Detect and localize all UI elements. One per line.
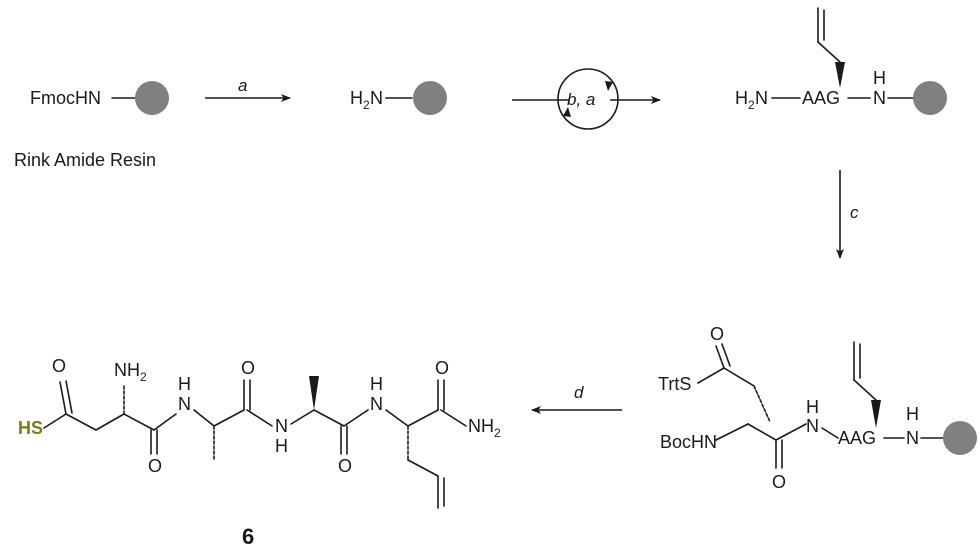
amine-resin-structure: H 2 N xyxy=(350,81,447,115)
amide-h: H xyxy=(275,436,288,456)
bond xyxy=(723,367,755,387)
terminal-amide-nh: NH xyxy=(468,416,494,436)
amide-n: N xyxy=(370,394,383,414)
trts-label: TrtS xyxy=(658,374,691,394)
cycle-arrowhead xyxy=(563,107,571,117)
bond xyxy=(313,409,345,427)
carbonyl-o: O xyxy=(241,358,255,378)
bond xyxy=(246,409,273,427)
nh-n: N xyxy=(906,428,919,448)
resin-bead xyxy=(943,421,977,455)
arrow-step-a: a xyxy=(205,76,291,102)
product-6-structure: HS O NH 2 O N H O N H O N H xyxy=(18,356,501,549)
bond xyxy=(153,413,177,431)
h2n-sub: 2 xyxy=(748,98,755,112)
bond xyxy=(821,427,839,439)
bochn-label: BocHN xyxy=(660,432,717,452)
bond xyxy=(290,409,315,425)
bond xyxy=(697,367,725,384)
carbonyl-bond xyxy=(715,345,725,369)
nh-n: N xyxy=(806,416,819,436)
amide-h: H xyxy=(178,374,191,394)
wedge-bond xyxy=(871,400,881,428)
carbonyl-o: O xyxy=(772,472,786,492)
h2n-h: H xyxy=(350,88,363,108)
bond xyxy=(385,409,409,427)
carbonyl-bond xyxy=(59,381,67,415)
aag-sequence: AAG xyxy=(838,428,876,448)
thiol-hs-label: HS xyxy=(18,418,43,438)
bond xyxy=(65,413,97,431)
bond xyxy=(123,413,155,431)
terminal-amide-sub: 2 xyxy=(494,426,501,440)
nh-h: H xyxy=(906,404,919,424)
reagent-label-ba: b, a xyxy=(567,90,595,109)
carbonyl-bond xyxy=(65,380,73,414)
bond xyxy=(95,413,125,431)
reagent-label-a: a xyxy=(238,76,247,95)
allyl-bond xyxy=(407,459,439,477)
resin-bead xyxy=(913,81,947,115)
arrow-step-d: d xyxy=(531,383,622,414)
bond xyxy=(440,409,467,427)
carbonyl-o: O xyxy=(435,358,449,378)
resin-bead xyxy=(135,81,169,115)
nh-h: H xyxy=(873,68,886,88)
carbonyl-bond xyxy=(721,343,731,367)
amine-nh: NH xyxy=(114,360,140,380)
h2n-n: N xyxy=(755,88,768,108)
thioester-o: O xyxy=(710,324,724,344)
fmoc-resin-structure: FmocHN Rink Amide Resin xyxy=(14,81,169,170)
reagent-label-d: d xyxy=(574,383,584,402)
cycle-arrowhead xyxy=(605,81,613,91)
amide-n: N xyxy=(275,416,288,436)
cyclic-arrow-step-ba: b, a xyxy=(512,68,661,130)
rink-amide-resin-caption: Rink Amide Resin xyxy=(14,150,156,170)
resin-bead xyxy=(413,81,447,115)
fmochn-label: FmocHN xyxy=(30,88,101,108)
thioester-resin-structure: O TrtS BocHN O H N AAG H N xyxy=(658,324,977,492)
arrow-step-c: c xyxy=(836,170,859,259)
amide-h: H xyxy=(370,374,383,394)
wedge-bond xyxy=(309,376,319,410)
h2n-n: N xyxy=(370,88,383,108)
bond xyxy=(407,409,439,427)
compound-number: 6 xyxy=(242,524,254,549)
amine-nh-sub: 2 xyxy=(140,370,147,384)
wedge-bond xyxy=(835,62,845,88)
carbonyl-o: O xyxy=(338,456,352,476)
carbonyl-o: O xyxy=(52,356,66,376)
allyl-bond xyxy=(853,379,877,401)
bond xyxy=(753,385,771,423)
bond xyxy=(43,413,67,429)
bond xyxy=(343,409,369,427)
h2n-h: H xyxy=(735,88,748,108)
h2n-sub: 2 xyxy=(363,98,370,112)
tripeptide-resin-structure: H 2 N AAG H N xyxy=(735,7,947,115)
aag-sequence: AAG xyxy=(802,88,840,108)
cycle-circle xyxy=(557,68,619,130)
amide-n: N xyxy=(178,394,191,414)
bond xyxy=(213,409,245,427)
carbonyl-o: O xyxy=(148,456,162,476)
allyl-bond xyxy=(817,41,841,63)
bond xyxy=(775,423,807,441)
nh-n: N xyxy=(873,88,886,108)
bond xyxy=(747,423,777,441)
nh-h: H xyxy=(806,397,819,417)
bond xyxy=(193,409,215,427)
bond xyxy=(715,423,749,441)
reagent-label-c: c xyxy=(850,203,859,222)
